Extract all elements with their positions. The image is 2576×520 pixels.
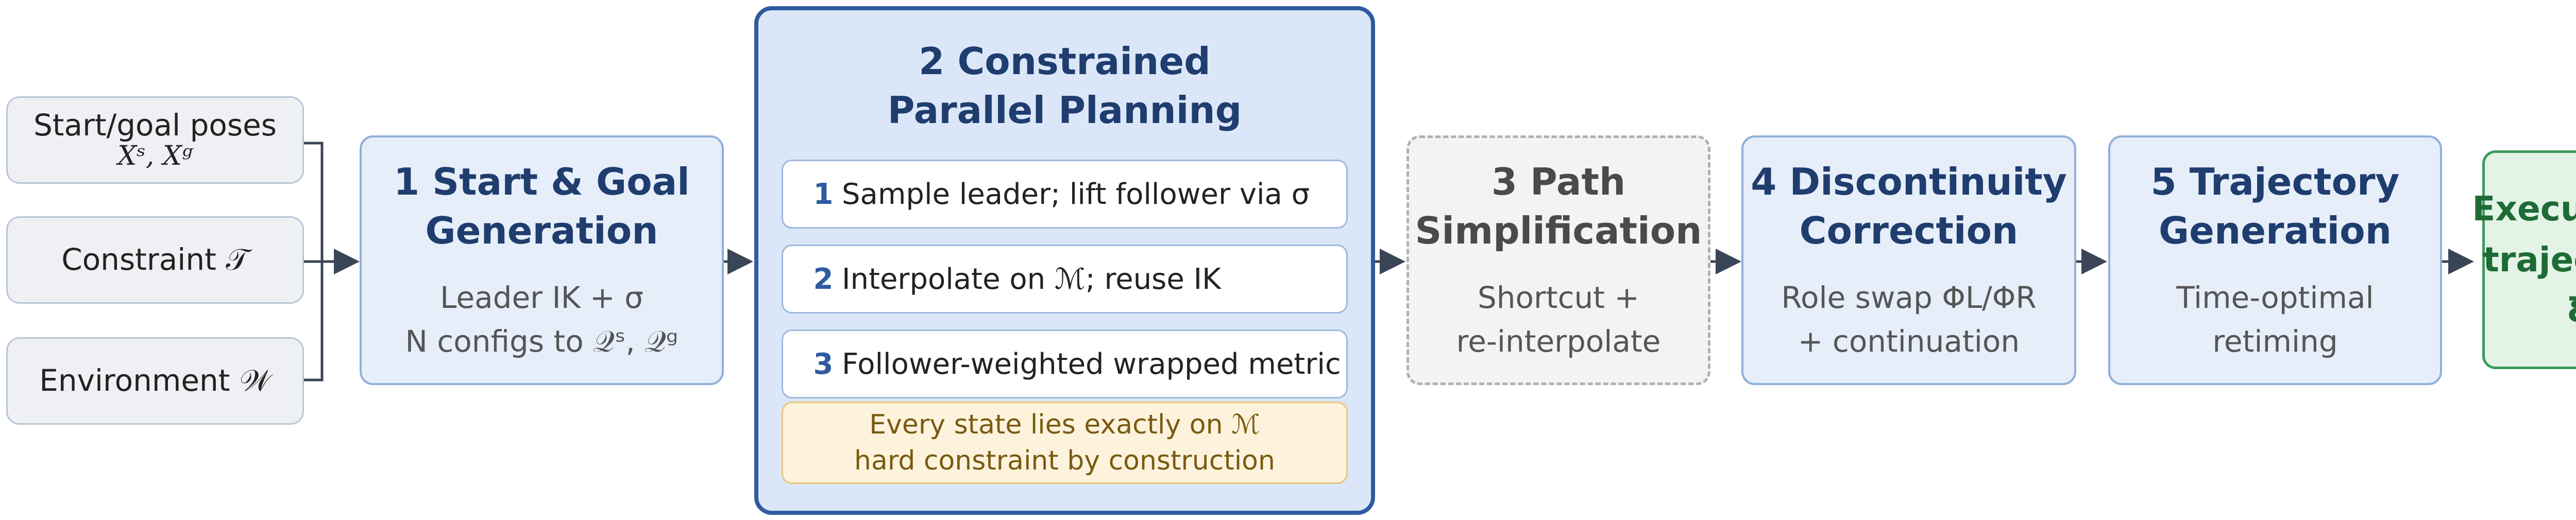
- stage-1-start-goal-generation: 1 Start & Goal Generation Leader IK + σ …: [360, 135, 724, 385]
- stage-2-constrained-parallel-planning: 2 Constrained Parallel Planning 1 Sample…: [754, 6, 1375, 515]
- step-interpolate: 2 Interpolate on ℳ; reuse IK: [782, 245, 1348, 314]
- step-text: Follower-weighted wrapped metric: [842, 347, 1341, 381]
- stage-body: Role swap ΦL/ΦR + continuation: [1781, 280, 2037, 359]
- output-label: Executable trajectory ξ: [2472, 189, 2576, 331]
- input-label: Constraint 𝒯: [61, 242, 249, 278]
- step-text: Interpolate on ℳ; reuse IK: [842, 262, 1221, 296]
- input-start-goal-poses: Start/goal poses Xˢ, Xᵍ: [6, 96, 304, 184]
- stage-3-path-simplification: 3 Path Simplification Shortcut + re-inte…: [1406, 135, 1710, 385]
- stage-title: 5 Trajectory Generation: [2150, 160, 2400, 253]
- input-label: Start/goal poses: [33, 107, 277, 143]
- stage-title: 3 Path Simplification: [1415, 160, 1702, 253]
- stage-4-discontinuity-correction: 4 Discontinuity Correction Role swap ΦL/…: [1741, 135, 2076, 385]
- output-executable-trajectory: Executable trajectory ξ: [2472, 150, 2576, 369]
- stage-body: Leader IK + σ N configs to 𝒬ˢ, 𝒬ᵍ: [405, 280, 679, 359]
- stage-body: Time-optimal retiming: [2176, 280, 2374, 359]
- step-number: 2: [813, 262, 834, 296]
- input-sub: Xˢ, Xᵍ: [117, 141, 193, 172]
- step-sample-leader: 1 Sample leader; lift follower via σ: [782, 160, 1348, 229]
- stage-title: 4 Discontinuity Correction: [1751, 160, 2067, 253]
- step-number: 3: [813, 347, 834, 381]
- stage-body: Shortcut + re-interpolate: [1456, 280, 1661, 359]
- step-metric: 3 Follower-weighted wrapped metric: [782, 330, 1348, 398]
- input-constraint: Constraint 𝒯: [6, 216, 304, 304]
- stage-title: 1 Start & Goal Generation: [394, 160, 690, 253]
- step-number: 1: [813, 177, 834, 211]
- step-text: Sample leader; lift follower via σ: [842, 177, 1310, 211]
- constraint-note: Every state lies exactly on ℳ hard const…: [782, 402, 1348, 484]
- input-label: Environment 𝒲: [39, 363, 271, 398]
- stage-5-trajectory-generation: 5 Trajectory Generation Time-optimal ret…: [2108, 135, 2442, 385]
- input-environment: Environment 𝒲: [6, 337, 304, 425]
- stage-title: 2 Constrained Parallel Planning: [887, 40, 1242, 132]
